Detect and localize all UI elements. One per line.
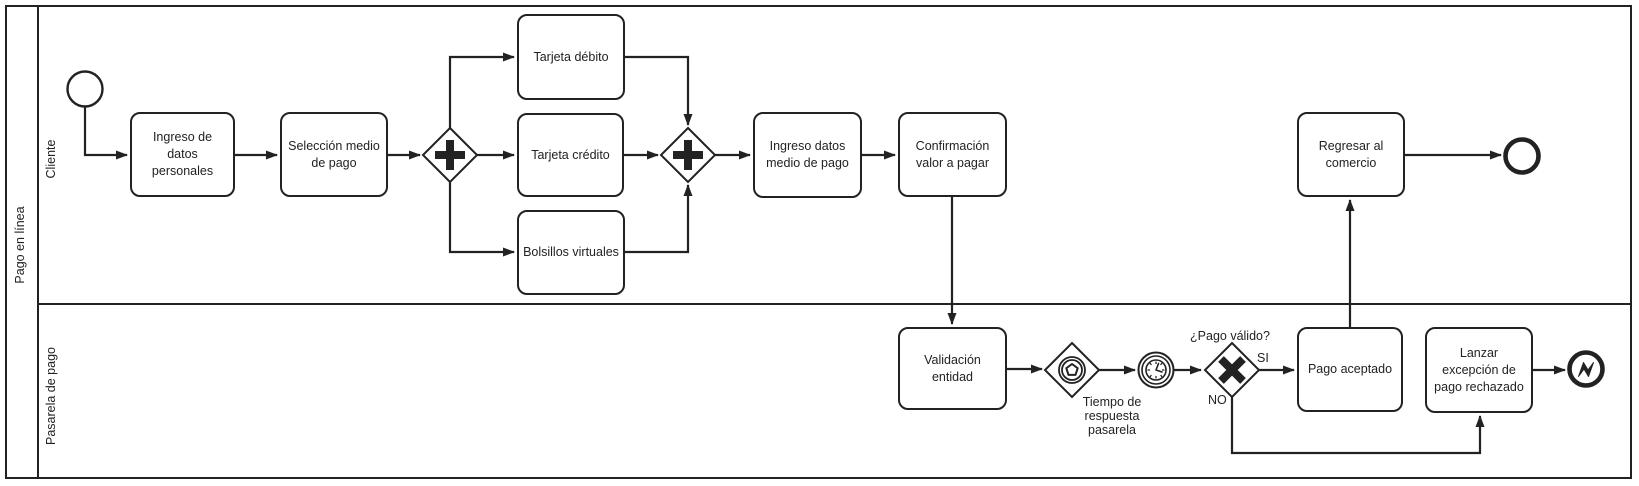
task-label: Validación entidad: [924, 352, 981, 384]
outer-circle-icon: [1058, 356, 1086, 384]
flow-debito-to-gateway2: [625, 55, 693, 126]
event-based-gateway[interactable]: [1043, 341, 1101, 399]
pool-pago-en-linea: Pago en línea Cliente Pasarela de pago: [5, 5, 1632, 479]
task-label: Ingreso datos medio de pago: [766, 139, 849, 170]
error-end-event[interactable]: [1567, 350, 1605, 388]
task-ingreso-datos-medio-de-pago[interactable]: Ingreso datos medio de pago: [753, 112, 862, 198]
task-label: Tarjeta débito: [533, 49, 609, 64]
lane-divider: [39, 303, 1630, 305]
flow-label-si: SI: [1257, 351, 1269, 365]
task-label: Bolsillos virtuales: [523, 245, 619, 259]
task-seleccion-medio-de-pago[interactable]: Selección medio de pago: [280, 112, 388, 197]
flow-label-pago-valido: ¿Pago válido?: [1190, 329, 1270, 343]
task-regresar-al-comercio[interactable]: Regresar al comercio: [1297, 112, 1405, 197]
task-bolsillos-virtuales[interactable]: Bolsillos virtuales: [517, 210, 625, 295]
flow-gateway1-to-bolsillos: [448, 182, 515, 257]
start-event[interactable]: [66, 70, 104, 108]
task-label: Regresar al comercio: [1318, 138, 1384, 170]
flow-start-to-ingreso-datos: [83, 107, 128, 160]
flow-bolsillos-to-gateway2: [625, 184, 693, 254]
task-label: Lanzar excepción de pago rechazado: [1434, 345, 1524, 394]
task-confirmacion-valor-a-pagar[interactable]: Confirmación valor a pagar: [898, 112, 1007, 197]
lightning-icon: [1578, 362, 1594, 377]
task-label: Confirmación valor a pagar: [915, 138, 990, 170]
plus-icon: [435, 140, 465, 170]
task-label: Pago aceptado: [1307, 362, 1393, 376]
parallel-gateway-split[interactable]: [421, 126, 479, 184]
clock-icon: [1145, 359, 1167, 381]
task-pago-aceptado[interactable]: Pago aceptado: [1297, 327, 1403, 412]
parallel-gateway-join[interactable]: [659, 126, 717, 184]
pentagon-icon: [1065, 363, 1079, 376]
task-label: Ingreso de datos personales: [151, 130, 214, 178]
inner-circle-icon: [1061, 359, 1083, 381]
plus-icon: [673, 140, 703, 170]
pool-header: [7, 7, 39, 477]
task-tarjeta-credito[interactable]: Tarjeta crédito: [517, 113, 624, 197]
task-label: Selección medio de pago: [288, 138, 380, 170]
task-lanzar-excepcion-pago-rechazado[interactable]: Lanzar excepción de pago rechazado: [1425, 327, 1533, 413]
exclusive-gateway-pago-valido[interactable]: [1203, 341, 1261, 399]
task-validacion-entidad[interactable]: Validación entidad: [898, 327, 1007, 410]
x-icon: [1218, 356, 1246, 384]
task-label: Tarjeta crédito: [531, 147, 610, 162]
timer-intermediate-event[interactable]: [1137, 351, 1175, 389]
end-event[interactable]: [1503, 137, 1541, 175]
timer-event-label: Tiempo de respuesta pasarela: [1082, 395, 1142, 437]
flow-gateway1-to-debito: [448, 52, 515, 128]
flow-xor-no-to-lanzar-excepcion: [1230, 397, 1485, 455]
task-ingreso-de-datos-personales[interactable]: Ingreso de datos personales: [130, 112, 235, 197]
flow-label-no: NO: [1208, 393, 1227, 407]
task-tarjeta-debito[interactable]: Tarjeta débito: [517, 14, 625, 100]
